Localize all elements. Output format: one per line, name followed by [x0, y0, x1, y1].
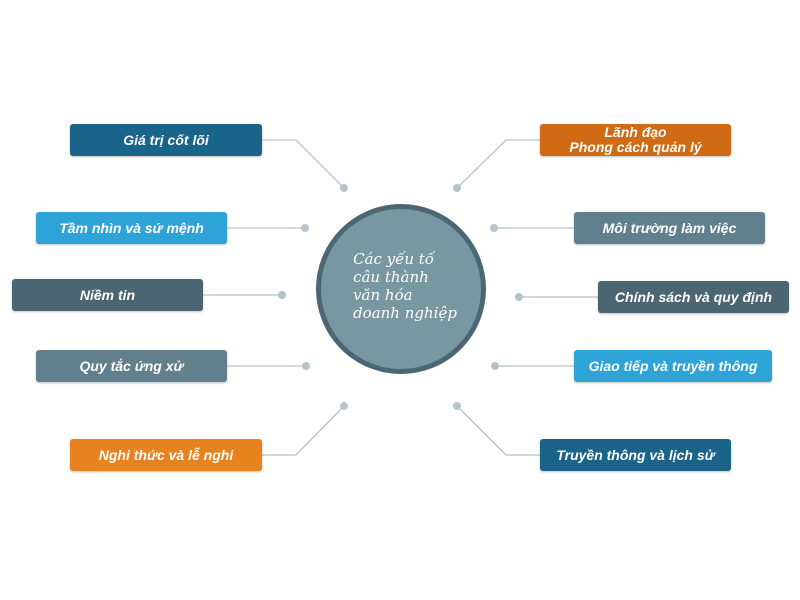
connector-dot-right-5 [453, 402, 461, 410]
node-tradition-history[interactable]: Truyền thông và lịch sử [540, 439, 731, 471]
connector-dot-left-2 [301, 224, 309, 232]
connector-dot-left-3 [278, 291, 286, 299]
node-vision-mission[interactable]: Tầm nhìn và sứ mệnh [36, 212, 227, 244]
connector-dot-right-4 [491, 362, 499, 370]
connector-left-1 [262, 139, 345, 189]
node-policies-regulations[interactable]: Chính sách và quy định [598, 281, 789, 313]
connector-dot-right-1 [453, 184, 461, 192]
connector-dot-left-1 [340, 184, 348, 192]
connector-right-1 [456, 139, 540, 189]
connector-dot-left-4 [302, 362, 310, 370]
node-communication[interactable]: Giao tiếp và truyền thông [574, 350, 772, 382]
node-code-of-conduct[interactable]: Quy tắc ứng xử [36, 350, 227, 382]
node-beliefs[interactable]: Niềm tin [12, 279, 203, 311]
node-core-values[interactable]: Giá trị cốt lõi [70, 124, 262, 156]
connector-dot-left-5 [340, 402, 348, 410]
center-topic-label: Các yếu tố câu thành văn hóa doanh nghiệ… [353, 250, 457, 322]
node-rituals-ceremonies[interactable]: Nghi thức và lễ nghi [70, 439, 262, 471]
connector-left-5 [262, 405, 345, 456]
node-work-environment[interactable]: Môi trường làm việc [574, 212, 765, 244]
connector-dot-right-3 [515, 293, 523, 301]
connector-right-5 [456, 405, 540, 456]
center-topic-circle[interactable]: Các yếu tố câu thành văn hóa doanh nghiệ… [316, 204, 486, 374]
node-leadership-style[interactable]: Lãnh đạo Phong cách quản lý [540, 124, 731, 156]
connector-dot-right-2 [490, 224, 498, 232]
